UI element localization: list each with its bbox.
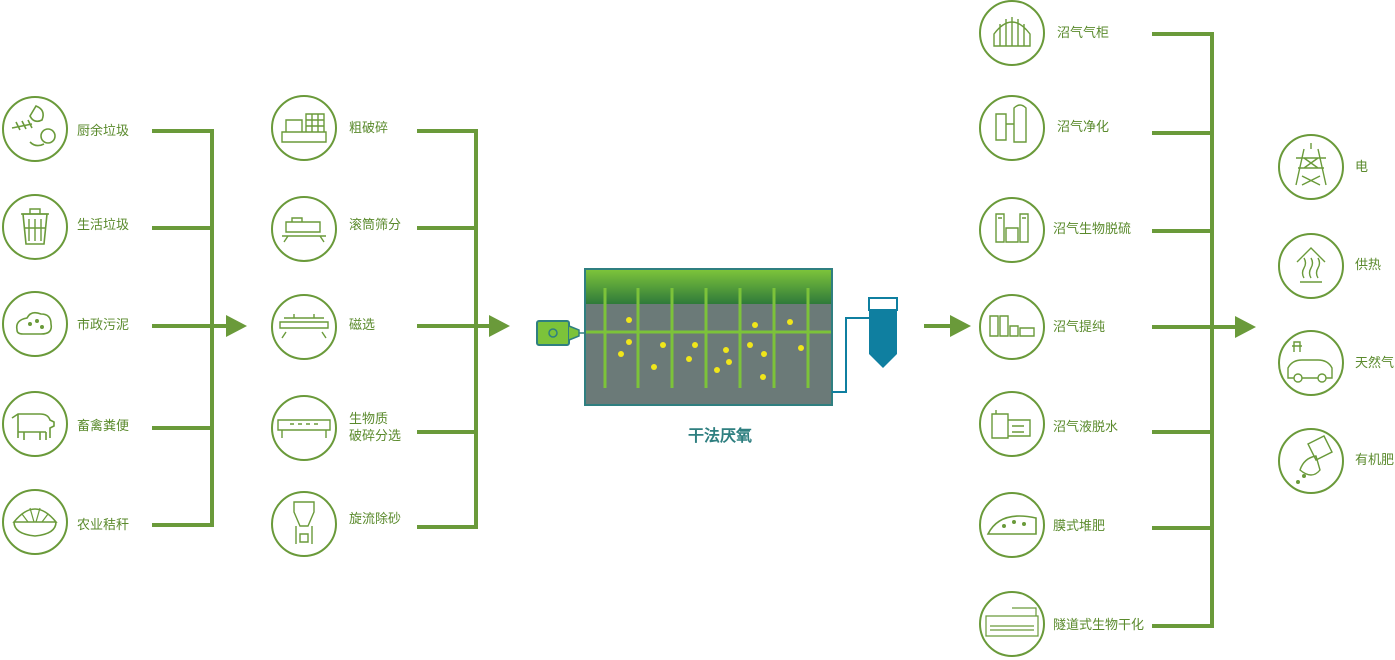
- pretreatment-label-drum-screening: 滚筒筛分: [349, 218, 402, 233]
- arrow-icon: [226, 315, 247, 337]
- processing-label-membrane-compost: 膜式堆肥: [1053, 519, 1106, 534]
- gas-purifier-icon: [979, 95, 1045, 161]
- processing-label-bio-desulfurization: 沼气生物脱硫: [1053, 222, 1132, 237]
- processing-label-gas-upgrading: 沼气提纯: [1053, 320, 1106, 335]
- tank-bubble: [798, 345, 804, 351]
- tank-bubble: [626, 317, 632, 323]
- feeder-icon: [536, 320, 586, 346]
- tank-bubbles: [618, 317, 804, 380]
- tank-bubble: [752, 322, 758, 328]
- membrane-compost-icon: [979, 492, 1045, 558]
- output-label-heating: 供热: [1355, 258, 1382, 273]
- outlet-vessel-icon: [832, 297, 898, 393]
- food-waste-icon: [2, 96, 68, 162]
- trash-bin-icon: [2, 194, 68, 260]
- pretreatment-label-biomass-line1: 生物质: [349, 412, 389, 427]
- input-label-municipal-sludge: 市政污泥: [77, 318, 130, 333]
- input-label-household-waste: 生活垃圾: [77, 218, 130, 233]
- pretreatment-label-cyclone-desanding: 旋流除砂: [349, 512, 402, 527]
- inputs-column: [2, 96, 247, 555]
- dewatering-icon: [979, 391, 1045, 457]
- pretreatment-label-coarse-crushing: 粗破碎: [349, 121, 389, 136]
- processing-label-gas-purification: 沼气净化: [1057, 120, 1110, 135]
- tank-pipes: [586, 288, 831, 388]
- upgrading-icon: [979, 294, 1045, 360]
- input-label-livestock-manure: 畜禽粪便: [77, 419, 130, 434]
- arrow-icon: [950, 315, 971, 337]
- outputs-column: [1278, 134, 1344, 494]
- fertilizer-icon: [1278, 428, 1344, 494]
- biomass-sorter-icon: [271, 395, 337, 461]
- tank-bubble: [692, 342, 698, 348]
- tank-bubble: [723, 347, 729, 353]
- power-tower-icon: [1278, 134, 1344, 200]
- processing-label-dewatering: 沼气液脱水: [1053, 420, 1119, 435]
- processing-label-tunnel-drying: 隧道式生物干化: [1053, 618, 1145, 633]
- tank-bubble: [726, 359, 732, 365]
- output-label-natural-gas: 天然气: [1355, 356, 1395, 371]
- gas-car-icon: [1278, 330, 1344, 396]
- inputs-connector: [152, 129, 228, 527]
- crusher-icon: [271, 95, 337, 161]
- tank-bubble: [787, 319, 793, 325]
- tank-bubble: [714, 367, 720, 373]
- output-label-electricity: 电: [1355, 160, 1369, 175]
- tank-bubble: [626, 339, 632, 345]
- tank-bubble: [747, 342, 753, 348]
- pretreatment-column: [271, 95, 510, 557]
- drum-screen-icon: [271, 196, 337, 262]
- heat-icon: [1278, 233, 1344, 299]
- input-label-agricultural-straw: 农业秸秆: [77, 518, 130, 533]
- sludge-icon: [2, 291, 68, 357]
- tank-bubble: [686, 356, 692, 362]
- pretreatment-label-biomass-line2: 破碎分选: [349, 429, 402, 444]
- input-label-food-waste: 厨余垃圾: [77, 124, 130, 139]
- tank-bubble: [618, 351, 624, 357]
- magnetic-separator-icon: [271, 294, 337, 360]
- cyclone-desander-icon: [271, 491, 337, 557]
- arrow-icon: [1235, 316, 1256, 338]
- tank-bubble: [761, 351, 767, 357]
- gas-holder-icon: [979, 0, 1045, 66]
- tank-bubble: [660, 342, 666, 348]
- digester-tank: [536, 268, 898, 406]
- pretreatment-label-magnetic-separation: 磁选: [349, 318, 376, 333]
- straw-icon: [2, 489, 68, 555]
- processing-connector: [1152, 32, 1238, 628]
- desulfurization-icon: [979, 197, 1045, 263]
- tank-bubble: [760, 374, 766, 380]
- cow-icon: [2, 391, 68, 457]
- tunnel-drying-icon: [979, 591, 1045, 657]
- processing-label-gas-holder: 沼气气柜: [1057, 26, 1110, 41]
- processing-column: [979, 0, 1256, 657]
- arrow-icon: [489, 315, 510, 337]
- output-label-organic-fertilizer: 有机肥: [1355, 453, 1395, 468]
- pretreatment-connector: [417, 129, 490, 529]
- center-process-title: 干法厌氧: [688, 426, 753, 445]
- tank-bubble: [651, 364, 657, 370]
